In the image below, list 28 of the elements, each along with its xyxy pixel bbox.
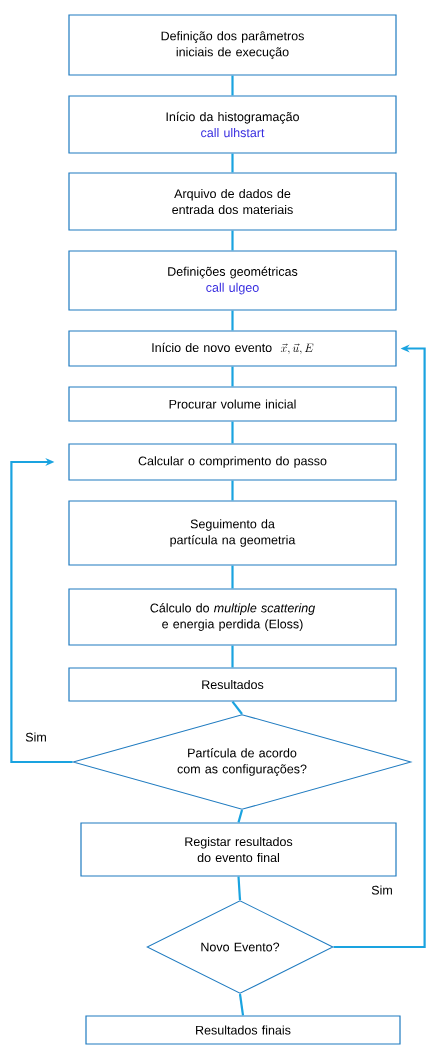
process-box: Definições geométricas call ulgeo bbox=[68, 250, 397, 311]
connector-line bbox=[237, 809, 244, 823]
connector-line bbox=[238, 993, 245, 1016]
connector-line bbox=[231, 565, 234, 589]
edge-label: Sim bbox=[24, 731, 48, 743]
process-box: Resultados finais bbox=[85, 1015, 401, 1045]
connector-line bbox=[231, 230, 234, 251]
process-box: Registar resultados do evento final bbox=[80, 822, 397, 877]
connector-line bbox=[237, 876, 242, 901]
connector-line bbox=[231, 366, 234, 387]
connector-line bbox=[231, 700, 243, 715]
connector-line bbox=[231, 421, 234, 444]
process-box: Arquivo de dados de entrada dos materiais bbox=[68, 172, 397, 231]
process-box: Cálculo do multiple scattering e energia perdida (Eloss) bbox=[68, 588, 397, 646]
connector-line bbox=[231, 153, 234, 173]
process-box: Início da histogramação call ulhstart bbox=[68, 95, 397, 154]
process-box: Resultados bbox=[68, 667, 397, 702]
loop-arrow bbox=[10, 457, 73, 764]
process-box: Definição dos parâmetros iniciais de execução bbox=[68, 14, 397, 76]
connector-line bbox=[231, 645, 234, 668]
process-box: Calcular o comprimento do passo bbox=[68, 443, 397, 481]
edge-label: Sim bbox=[370, 884, 394, 896]
process-box: Início de novo evento $\vec{x}, \vec{u}, E$ bbox=[68, 330, 397, 367]
connector-line bbox=[231, 480, 234, 501]
connector-line bbox=[231, 310, 234, 331]
connector-line bbox=[231, 75, 234, 96]
process-box: Procurar volume inicial bbox=[68, 386, 397, 422]
process-box: Seguimento da partícula na geometria bbox=[68, 500, 397, 566]
